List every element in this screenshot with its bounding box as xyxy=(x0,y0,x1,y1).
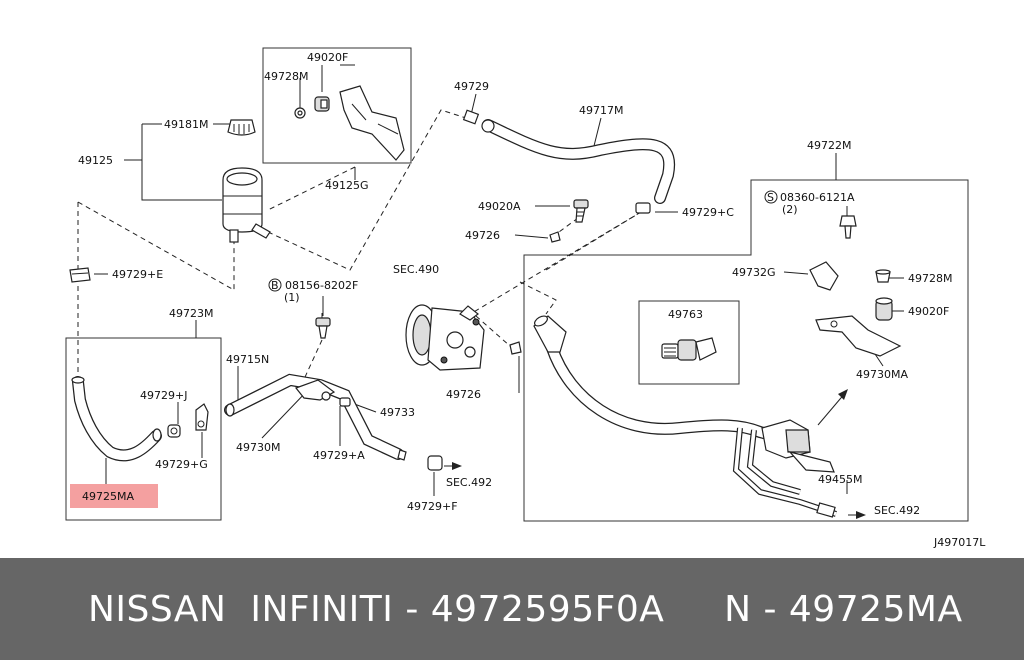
label-49733: 49733 xyxy=(380,406,415,419)
grommet-49020f xyxy=(875,297,893,321)
leader-49125 xyxy=(124,123,222,201)
hose-fitting-top xyxy=(533,315,567,353)
sensor-49763-box xyxy=(638,300,740,385)
dash-pump-fitting xyxy=(475,315,511,347)
arrow-head-up xyxy=(838,389,848,400)
diagram-ref-code: J497017L xyxy=(933,536,986,549)
arrow-sec492-right xyxy=(856,511,866,519)
collar-49728m xyxy=(875,269,891,283)
label-49725ma: 49725MA xyxy=(82,490,134,503)
label-49455m: 49455M xyxy=(818,473,862,486)
part-info-banner: NISSAN INFINITI - 4972595F0A N - 49725MA xyxy=(0,558,1024,660)
bolt-49020a xyxy=(573,199,589,223)
bolt-08360 xyxy=(839,215,857,239)
bolt-08156 xyxy=(315,317,331,339)
diagram-code: 49725MA xyxy=(788,588,963,630)
clamp-49729c xyxy=(635,202,651,214)
label-49730m: 49730M xyxy=(236,441,280,454)
hose-49722m-box xyxy=(523,179,969,522)
label-08156-8202f: 08156-8202F xyxy=(285,279,358,292)
label-49020a: 49020A xyxy=(478,200,521,213)
circle-b-mark xyxy=(268,278,282,292)
label-49732g: 49732G xyxy=(732,266,776,279)
label-49020f-right: 49020F xyxy=(908,305,949,318)
reservoir-tank xyxy=(222,167,271,243)
label-49722m: 49722M xyxy=(807,139,851,152)
hose-49723m-box xyxy=(65,337,222,521)
sensor-49763 xyxy=(661,337,717,361)
label-49729c: 49729+C xyxy=(682,206,734,219)
label-49729g: 49729+G xyxy=(155,458,208,471)
label-sec492-right: SEC.492 xyxy=(874,504,920,517)
clamp-49729e xyxy=(69,267,91,283)
label-49726-top: 49726 xyxy=(465,229,500,242)
leader-49732g xyxy=(783,271,809,275)
clamp-49729 xyxy=(462,109,495,133)
leader-49730m xyxy=(261,389,309,439)
bracket-kit-box xyxy=(262,47,412,164)
label-49729f: 49729+F xyxy=(407,500,458,513)
clamp-49729j xyxy=(167,424,181,438)
n-label: N xyxy=(724,588,752,630)
steering-pump xyxy=(405,304,485,371)
label-49763: 49763 xyxy=(668,308,703,321)
leader-49726-top xyxy=(514,234,549,239)
dash-upper-clip xyxy=(545,211,642,271)
parts-diagram: S B 49020F 49728M 49181M 49125 49125G 49… xyxy=(65,47,986,549)
label-49729a: 49729+A xyxy=(313,449,365,462)
circle-s-mark xyxy=(764,190,778,204)
bracket-assembly xyxy=(294,85,405,161)
circle-b-letter: B xyxy=(271,279,279,292)
label-08156-qty: (1) xyxy=(284,291,300,304)
label-sec492-left: SEC.492 xyxy=(446,476,492,489)
label-49125: 49125 xyxy=(78,154,113,167)
highlight-49725ma xyxy=(70,484,158,508)
label-49717m: 49717M xyxy=(579,104,623,117)
clip-49733 xyxy=(339,397,351,407)
bracket-49730m xyxy=(295,379,336,401)
washer-49726-bottom xyxy=(509,341,522,355)
label-49728m: 49728M xyxy=(264,70,308,83)
label-08360-6121a: 08360-6121A xyxy=(780,191,855,204)
label-49729j: 49729+J xyxy=(140,389,187,402)
label-49125g: 49125G xyxy=(325,179,369,192)
pipe-end-fitting xyxy=(816,502,836,518)
dash-bolt-washer xyxy=(558,217,579,233)
label-49729e: 49729+E xyxy=(112,268,163,281)
dash-reservoir-to-hose xyxy=(267,109,467,271)
label-49729: 49729 xyxy=(454,80,489,93)
label-49730ma: 49730MA xyxy=(856,368,908,381)
arrow-to-bracket xyxy=(817,391,847,426)
reservoir-cap xyxy=(227,119,256,136)
dash-pump-right xyxy=(519,281,557,315)
label-sec490: SEC.490 xyxy=(393,263,439,276)
part-number: 4972595F0A xyxy=(430,588,665,630)
label-49020f: 49020F xyxy=(307,51,348,64)
leader-49717m xyxy=(592,117,602,151)
brand-names: NISSAN INFINITI xyxy=(88,588,394,630)
label-49723m: 49723M xyxy=(169,307,213,320)
part-info-text: NISSAN INFINITI - 4972595F0A N - 49725MA xyxy=(88,588,963,630)
leader-49020f xyxy=(321,64,355,92)
label-49726-bottom: 49726 xyxy=(446,388,481,401)
washer-49726-top xyxy=(549,231,561,243)
dash-bracket-down xyxy=(267,166,356,211)
label-49715n: 49715N xyxy=(226,353,269,366)
circle-s-letter: S xyxy=(767,191,774,204)
arrow-sec492-left xyxy=(452,462,462,470)
label-49728m-right: 49728M xyxy=(908,272,952,285)
clamp-49729f xyxy=(397,449,443,471)
hose-crimp-block xyxy=(761,419,835,473)
label-49181m: 49181M xyxy=(164,118,208,131)
clamp-49729g xyxy=(195,403,209,431)
label-08360-qty: (2) xyxy=(782,203,798,216)
bracket-49732g xyxy=(809,261,839,291)
bracket-49730ma xyxy=(815,315,902,357)
